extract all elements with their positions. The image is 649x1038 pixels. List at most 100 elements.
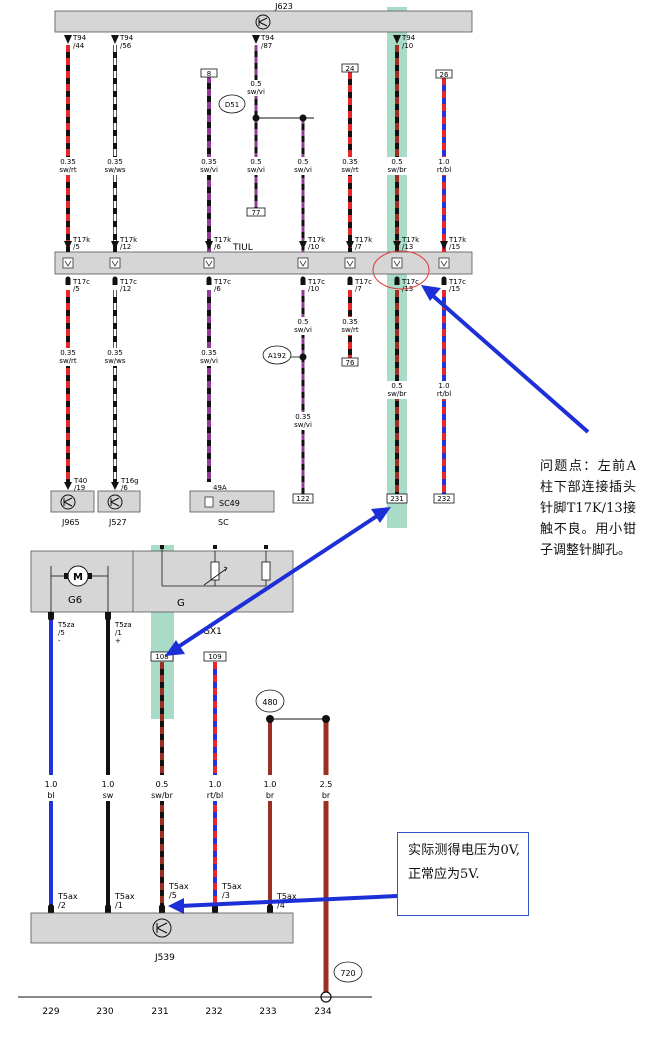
svg-text:/15: /15 — [449, 243, 460, 251]
svg-text:1.0: 1.0 — [45, 780, 58, 789]
tiul-connectors — [62, 257, 450, 269]
svg-text:0.5: 0.5 — [391, 382, 402, 390]
tiul-connector-marks — [64, 260, 448, 267]
module-sc49-label: SC49 — [219, 499, 240, 508]
svg-text:T17c: T17c — [307, 278, 325, 286]
svg-text:T94: T94 — [119, 34, 134, 42]
svg-text:231: 231 — [390, 495, 403, 503]
module-j527 — [97, 490, 141, 513]
node-480-label: 480 — [262, 698, 277, 707]
svg-text:26: 26 — [440, 71, 449, 79]
node-d51 — [218, 94, 246, 114]
module-j539 — [30, 912, 294, 944]
svg-text:0.5: 0.5 — [250, 80, 261, 88]
svg-text:/6: /6 — [214, 243, 221, 251]
svg-text:24: 24 — [346, 65, 355, 73]
svg-text:T17k: T17k — [354, 236, 373, 244]
svg-text:M: M — [73, 572, 83, 583]
module-j539-label: J539 — [154, 953, 175, 963]
svg-text:233: 233 — [259, 1007, 276, 1017]
measurement-annotation: 实际测得电压为0V,正常应为5V. — [397, 832, 529, 916]
junction-dot — [299, 114, 307, 122]
svg-text:br: br — [266, 791, 275, 800]
svg-text:sw/rt: sw/rt — [341, 326, 359, 334]
svg-text:T5ax: T5ax — [114, 892, 135, 901]
svg-text:bl: bl — [47, 791, 54, 800]
transistor-icon — [152, 918, 172, 938]
svg-text:T17c: T17c — [448, 278, 466, 286]
svg-text:br: br — [322, 791, 331, 800]
svg-text:sw/vi: sw/vi — [200, 166, 218, 174]
j539-pin-labels: T5ax /2 T5ax /1 T5ax /5 T5ax /3 T5ax /4 — [57, 882, 297, 910]
svg-text:/44: /44 — [73, 42, 85, 50]
svg-text:T17c: T17c — [354, 278, 372, 286]
svg-text:234: 234 — [314, 1007, 331, 1017]
svg-text:231: 231 — [151, 1007, 168, 1017]
svg-text:T16g: T16g — [120, 477, 139, 485]
svg-text:0.5: 0.5 — [297, 318, 308, 326]
svg-text:sw/br: sw/br — [387, 390, 406, 398]
svg-text:T17k: T17k — [448, 236, 467, 244]
problem-annotation: 问题点：左前A柱下部连接插头针脚T17K/13接触不良。用小钳子调整针脚孔。 — [540, 459, 636, 558]
module-g-label: G — [177, 598, 185, 609]
svg-text:/5: /5 — [73, 285, 80, 293]
module-sc-label: SC — [218, 518, 229, 527]
svg-text:sw/vi: sw/vi — [294, 326, 312, 334]
svg-text:/1: /1 — [115, 901, 123, 910]
svg-text:T5ax: T5ax — [168, 882, 189, 891]
svg-text:/15: /15 — [449, 285, 460, 293]
svg-text:232: 232 — [205, 1007, 222, 1017]
svg-text:rt/bl: rt/bl — [207, 791, 223, 800]
svg-text:109: 109 — [208, 653, 221, 661]
node-480 — [255, 689, 285, 713]
svg-text:T17c: T17c — [213, 278, 231, 286]
svg-text:/10: /10 — [308, 243, 319, 251]
svg-text:T5za: T5za — [57, 621, 75, 629]
module-j965 — [50, 490, 95, 513]
module-top-pin-stubs — [160, 545, 268, 549]
svg-text:1.0: 1.0 — [438, 158, 449, 166]
svg-text:/5: /5 — [58, 629, 65, 637]
t17k-arrows — [64, 241, 448, 250]
svg-text:/10: /10 — [308, 285, 319, 293]
svg-text:/19: /19 — [74, 484, 85, 492]
node-720 — [333, 961, 363, 983]
svg-text:/13: /13 — [402, 243, 413, 251]
transistor-icon — [107, 494, 123, 510]
ref-boxes-upper: 8 24 26 77 — [200, 63, 453, 217]
svg-text:-: - — [58, 637, 61, 645]
problem-circle — [372, 250, 430, 290]
svg-text:0.35: 0.35 — [107, 158, 123, 166]
svg-text:T40: T40 — [73, 477, 87, 485]
svg-text:0.5: 0.5 — [297, 158, 308, 166]
junction-dot — [299, 353, 307, 361]
svg-text:0.5: 0.5 — [156, 780, 169, 789]
svg-text:/7: /7 — [355, 243, 362, 251]
pin-arrows-top — [64, 35, 401, 44]
node-d51-label: D51 — [225, 101, 239, 109]
svg-text:T94: T94 — [260, 34, 275, 42]
svg-text:0.5: 0.5 — [250, 158, 261, 166]
svg-text:1.0: 1.0 — [102, 780, 115, 789]
node-720-label: 720 — [340, 969, 355, 978]
svg-text:sw/vi: sw/vi — [200, 357, 218, 365]
svg-text:T17c: T17c — [401, 278, 419, 286]
module-tiul — [54, 251, 473, 275]
svg-text:rt/bl: rt/bl — [437, 390, 451, 398]
svg-text:/3: /3 — [222, 891, 230, 900]
ref-boxes-middle: 76 122 231 232 — [292, 357, 455, 504]
svg-text:0.5: 0.5 — [391, 158, 402, 166]
svg-text:sw/rt: sw/rt — [59, 357, 77, 365]
svg-text:/87: /87 — [261, 42, 272, 50]
svg-text:/56: /56 — [120, 42, 132, 50]
svg-text:+: + — [115, 637, 121, 645]
svg-text:/4: /4 — [277, 901, 285, 910]
module-j965-label: J965 — [61, 518, 80, 527]
junction-dot — [322, 715, 330, 723]
svg-text:T94: T94 — [401, 34, 416, 42]
svg-text:sw: sw — [103, 791, 114, 800]
svg-text:sw/br: sw/br — [151, 791, 173, 800]
svg-text:T5ax: T5ax — [276, 892, 297, 901]
transistor-icon — [255, 14, 271, 30]
